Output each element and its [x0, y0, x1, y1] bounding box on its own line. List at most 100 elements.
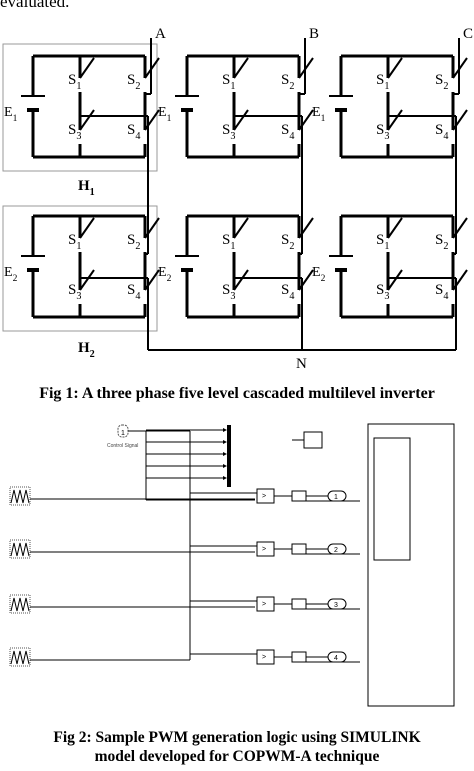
- switch-blade: [79, 217, 95, 239]
- control-signal-label: Control Signal: [107, 443, 138, 449]
- switch-label-s1: S1: [376, 232, 389, 252]
- switch-label-s4: S4: [281, 122, 294, 142]
- switch-label-s2: S2: [281, 72, 294, 92]
- outport-block: [327, 651, 347, 663]
- switch-label-s2: S2: [281, 232, 294, 252]
- scope-block: [303, 431, 323, 449]
- source-label: E1: [4, 105, 18, 124]
- triangle-wave-icon: [10, 542, 30, 557]
- switch-label-s3: S3: [222, 282, 235, 302]
- phase-label: A: [155, 26, 166, 42]
- preceding-text: evaluated.: [0, 0, 70, 11]
- triangle-wave-icon: [10, 597, 30, 612]
- switch-label-s4: S4: [435, 122, 448, 142]
- outport-block: [327, 543, 347, 555]
- outport-number: 1: [334, 494, 338, 501]
- switch-label-s1: S1: [222, 232, 235, 252]
- switch-label-s3: S3: [68, 122, 81, 142]
- source-label: E2: [4, 265, 18, 284]
- relational-operator-block: [256, 596, 275, 612]
- switch-label-s2: S2: [127, 72, 140, 92]
- h1-module-box: [2, 43, 158, 172]
- switch-blade: [387, 269, 403, 291]
- arrowhead: [223, 428, 227, 432]
- switch-blade: [233, 109, 249, 131]
- operator-symbol: >: [262, 546, 266, 553]
- switch-label-s4: S4: [127, 282, 140, 302]
- constant-block: [117, 424, 129, 438]
- source-label: E1: [158, 105, 172, 124]
- module-label-h1: H1: [78, 178, 95, 198]
- neutral-label: N: [296, 356, 307, 372]
- mux-block: [227, 425, 231, 487]
- switch-blade: [387, 57, 403, 79]
- carrier-block: [9, 594, 31, 614]
- carrier-block: [9, 539, 31, 559]
- switch-blade: [233, 269, 249, 291]
- arrowhead: [223, 476, 227, 480]
- switch-label-s4: S4: [281, 282, 294, 302]
- switch-blade: [233, 57, 249, 79]
- carrier-block: [9, 647, 31, 667]
- carrier-block: [9, 486, 31, 506]
- relational-operator-block: [256, 649, 275, 665]
- arrowhead: [223, 440, 227, 444]
- switch-label-s1: S1: [376, 72, 389, 92]
- constant-value: 1: [121, 430, 125, 437]
- conversion-block: [291, 598, 307, 610]
- arrowhead: [223, 452, 227, 456]
- operator-symbol: >: [262, 493, 266, 500]
- switch-label-s3: S3: [68, 282, 81, 302]
- module-label-h2: H2: [78, 340, 95, 360]
- switch-label-s1: S1: [68, 232, 81, 252]
- outport-block: [327, 598, 347, 610]
- figure-2-caption-line1: Fig 2: Sample PWM generation logic using…: [53, 729, 421, 746]
- switch-label-s1: S1: [222, 72, 235, 92]
- arrowhead: [223, 464, 227, 468]
- switch-label-s4: S4: [127, 122, 140, 142]
- switch-blade: [79, 269, 95, 291]
- display-panel: [367, 423, 455, 707]
- outport-block: [327, 490, 347, 502]
- switch-blade: [233, 217, 249, 239]
- h2-module-box: [2, 205, 158, 332]
- switch-blade: [387, 217, 403, 239]
- figure-2-caption-line2: model developed for COPWM-A technique: [94, 748, 380, 765]
- conversion-block: [291, 543, 307, 555]
- switch-blade: [387, 109, 403, 131]
- switch-label-s4: S4: [435, 282, 448, 302]
- switch-label-s2: S2: [127, 232, 140, 252]
- figure-2-caption: Fig 2: Sample PWM generation logic using…: [0, 728, 474, 766]
- switch-blade: [79, 109, 95, 131]
- relational-operator-block: [256, 541, 275, 557]
- phase-label: B: [309, 26, 319, 42]
- figure-1-caption: Fig 1: A three phase five level cascaded…: [39, 385, 435, 402]
- relational-operator-block: [256, 488, 275, 504]
- triangle-wave-icon: [10, 650, 30, 665]
- switch-label-s3: S3: [222, 122, 235, 142]
- switch-label-s2: S2: [435, 232, 448, 252]
- outport-number: 4: [334, 655, 338, 662]
- switch-label-s3: S3: [376, 282, 389, 302]
- conversion-block: [291, 651, 307, 663]
- outport-number: 2: [334, 547, 338, 554]
- outport-number: 3: [334, 602, 338, 609]
- source-label: E2: [312, 265, 326, 284]
- switch-label-s1: S1: [68, 72, 81, 92]
- operator-symbol: >: [262, 601, 266, 608]
- phase-label: C: [463, 26, 473, 42]
- switch-blade: [79, 57, 95, 79]
- display-inner: [373, 437, 411, 561]
- source-label: E1: [312, 105, 326, 124]
- switch-label-s3: S3: [376, 122, 389, 142]
- operator-symbol: >: [262, 654, 266, 661]
- conversion-block: [291, 490, 307, 502]
- triangle-wave-icon: [10, 489, 30, 504]
